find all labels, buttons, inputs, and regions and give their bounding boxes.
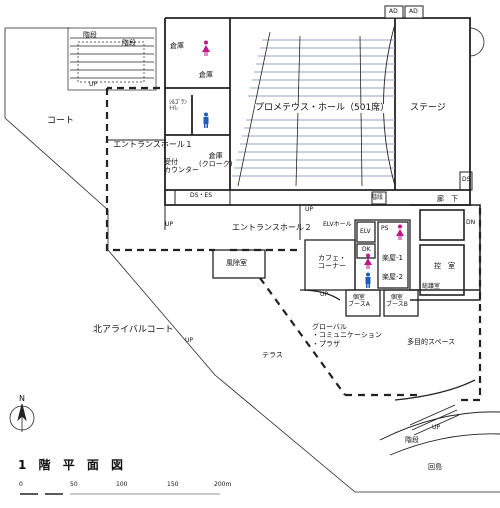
elv-hall-label: ELVホール bbox=[323, 221, 352, 228]
cafe-label: カフェ・ コーナー bbox=[318, 254, 346, 271]
stage-doors bbox=[469, 27, 485, 57]
entrance-hall-2-label: エントランスホール２ bbox=[232, 223, 312, 232]
female-toilet-icon bbox=[202, 40, 210, 56]
scale-tick-150: 150 bbox=[167, 481, 179, 488]
ad1-label: AD bbox=[389, 8, 398, 15]
mgmt-label: 総議室 bbox=[422, 283, 441, 290]
male-toilet-icon-2 bbox=[364, 272, 372, 288]
stair-small-label: 階段 bbox=[371, 194, 384, 201]
cloak-label: 倉庫 (クローク) bbox=[199, 152, 233, 169]
drawing-title: 1 階 平 面 図 bbox=[18, 458, 128, 472]
wind-room-label: 風除室 bbox=[226, 259, 247, 267]
compass-icon bbox=[9, 403, 35, 432]
elv-label: ELV bbox=[360, 228, 371, 235]
ds-right-label: DS bbox=[462, 176, 471, 183]
ds-es-label: DS・ES bbox=[190, 192, 213, 199]
scale-tick-100: 100 bbox=[116, 481, 128, 488]
up-label: UP bbox=[432, 424, 441, 431]
stair-bottom bbox=[379, 404, 500, 456]
reception-label: 受付 カウンター bbox=[164, 158, 199, 175]
site-outline bbox=[4, 27, 500, 493]
male-toilet-icon bbox=[202, 112, 210, 128]
stair-top-label: 階段 bbox=[83, 31, 97, 39]
terrace-label: テラス bbox=[262, 351, 283, 359]
building-outline bbox=[105, 86, 482, 402]
stair-bottom-label: 階段 bbox=[405, 436, 419, 444]
hall-label: プロメテウス・ホール（501席） bbox=[255, 103, 390, 113]
female-toilet-icon-3 bbox=[364, 253, 372, 269]
storage-mid-label: 倉庫 bbox=[199, 71, 213, 79]
service-core bbox=[304, 219, 419, 317]
corridor-label: 廊 下 bbox=[437, 195, 458, 203]
roundabout-label: 回島 bbox=[428, 463, 442, 471]
ad-boxes bbox=[384, 5, 424, 19]
dressing-2-label: 楽屋-2 bbox=[382, 273, 403, 281]
entrance-hall-1-label: エントランスホール１ bbox=[113, 140, 193, 149]
up-label: UP bbox=[185, 337, 194, 344]
scale-tick-50: 50 bbox=[70, 481, 78, 488]
wind-room bbox=[212, 249, 266, 279]
up-label: UP bbox=[320, 291, 329, 298]
ad2-label: AD bbox=[409, 8, 418, 15]
global-plaza-label: グローバル ・コミュニケーション ・プラザ bbox=[312, 323, 382, 348]
dk-label: DK bbox=[362, 246, 371, 253]
hall-seating bbox=[232, 39, 395, 177]
booth-b-label: 個室 ブースB bbox=[386, 294, 408, 309]
north-court-label: 北アライバルコート bbox=[93, 325, 174, 335]
dressing-1-label: 楽屋-1 bbox=[382, 254, 403, 262]
terrace-edge bbox=[259, 277, 420, 397]
booth-a-label: 個室 ブースA bbox=[348, 294, 370, 309]
stair-top-left bbox=[67, 27, 157, 91]
ps-label: PS bbox=[381, 225, 389, 232]
compass-label: N bbox=[19, 394, 25, 403]
up-label: UP bbox=[89, 81, 98, 88]
multipurpose-label: 多目的スペース bbox=[407, 338, 456, 346]
up-label: UP bbox=[165, 221, 174, 228]
accessible-wc-label: ｼﾙｺﾞﾗﾝ ﾄｲﾚ bbox=[169, 99, 188, 112]
scale-tick-0: 0 bbox=[19, 481, 23, 488]
court-label: コート bbox=[47, 116, 75, 126]
dn-label: DN bbox=[466, 219, 476, 226]
female-toilet-icon-2 bbox=[396, 224, 404, 240]
control-room-label: 控 室 bbox=[434, 262, 455, 270]
up-label: UP bbox=[305, 206, 314, 213]
interior-walls bbox=[107, 139, 473, 240]
stage-label: ステージ bbox=[410, 103, 446, 113]
storage-top-label: 倉庫 bbox=[170, 42, 184, 50]
stair-top2-label: 階段 bbox=[122, 39, 136, 47]
scale-tick-200: 200m bbox=[214, 481, 232, 488]
plaza-curve bbox=[299, 289, 476, 401]
